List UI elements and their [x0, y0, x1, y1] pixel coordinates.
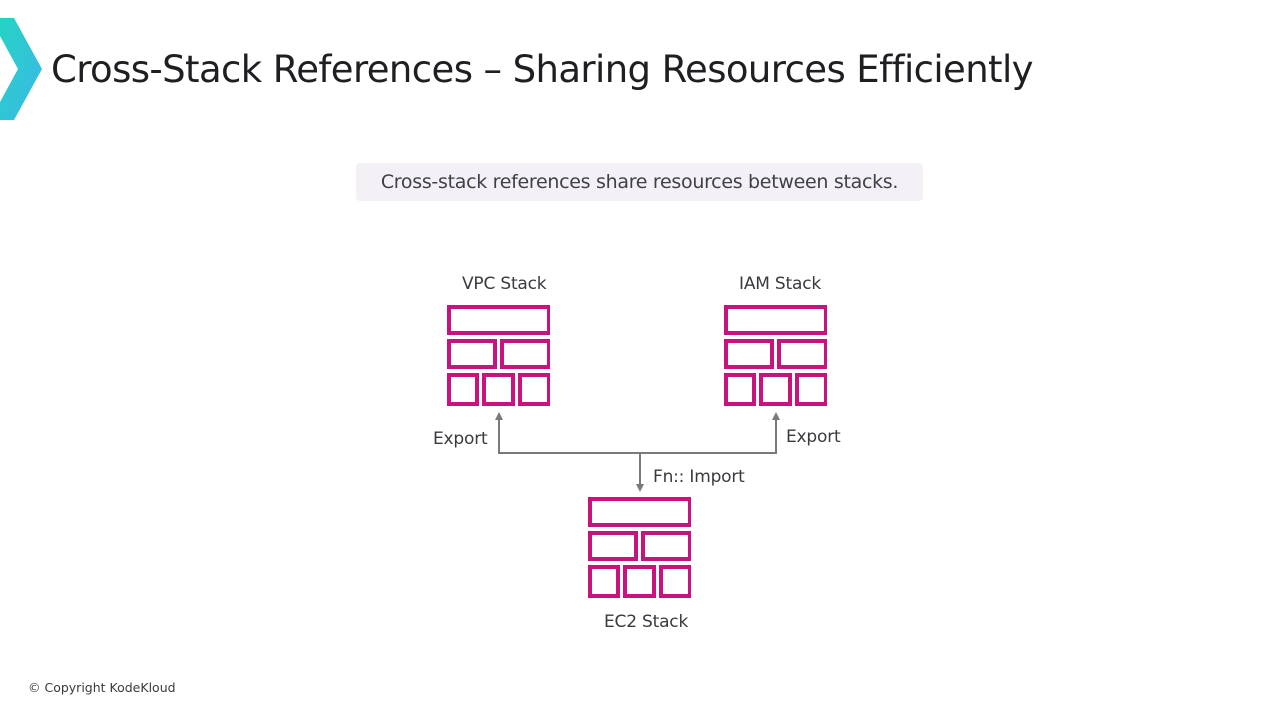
brick: [724, 305, 828, 335]
brick: [447, 373, 479, 406]
brick: [724, 339, 774, 369]
stack-bricks-icon: [447, 305, 551, 406]
export-arrow-vpc: [495, 412, 640, 454]
subtitle-text: Cross-stack references share resources b…: [380, 171, 899, 193]
brick: [447, 305, 551, 335]
brick: [724, 373, 756, 406]
brick: [623, 565, 656, 598]
brick: [795, 373, 828, 406]
brick: [588, 497, 692, 527]
iam-stack-icon: [723, 304, 828, 406]
brick: [518, 373, 551, 406]
brick: [447, 339, 497, 369]
stack-bricks-icon: [588, 497, 692, 598]
vpc-stack-icon: [446, 304, 551, 406]
brick: [659, 565, 692, 598]
export-label-vpc: Export: [433, 429, 488, 449]
brick: [759, 373, 792, 406]
brick: [500, 339, 551, 369]
iam-stack-label: IAM Stack: [739, 274, 821, 294]
brick: [588, 531, 638, 561]
brick: [482, 373, 515, 406]
slide-title: Cross-Stack References – Sharing Resourc…: [51, 48, 1034, 91]
export-arrow-iam: [640, 412, 780, 454]
brick: [777, 339, 828, 369]
vpc-stack-label: VPC Stack: [462, 274, 547, 294]
kodekloud-logo-icon: [0, 18, 42, 120]
stack-bricks-icon: [724, 305, 828, 406]
ec2-stack-icon: [587, 496, 692, 598]
copyright-text: © Copyright KodeKloud: [28, 680, 176, 695]
export-label-iam: Export: [786, 427, 841, 447]
ec2-stack-label: EC2 Stack: [604, 612, 689, 632]
subtitle-callout: Cross-stack references share resources b…: [356, 163, 923, 201]
import-label: Fn:: Import: [653, 467, 745, 487]
brick: [588, 565, 620, 598]
brick: [641, 531, 692, 561]
